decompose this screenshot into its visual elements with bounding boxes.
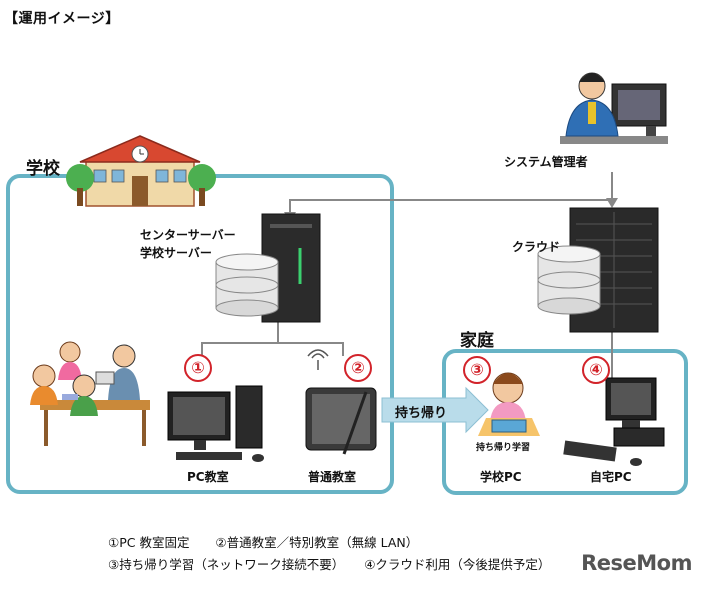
admin-label: システム管理者 [504,155,588,169]
notes-line-1: ①PC 教室固定 ②普通教室／特別教室（無線 LAN） [108,532,550,554]
school-server-label: 学校サーバー [140,246,212,260]
connector-lines [201,172,618,380]
take-home-arrow [381,386,489,434]
pc-room-computer-icon [167,385,264,462]
server-to-classroom-line [278,342,344,356]
tablet-caption: 持ち帰り学習 [476,443,531,453]
marker-3: ③ [463,356,491,384]
school-building-icon [66,135,216,207]
notes-line-2: ③持ち帰り学習（ネットワーク接続不要） ④クラウド利用（今後提供予定） [108,554,550,576]
wireless-signal-icon [307,349,329,370]
classroom-tablet-icon [305,387,377,455]
center-server-label: センターサーバー [140,228,236,242]
admin-to-school-server-line [289,199,612,214]
marker-1: ① [184,354,212,382]
server-to-pc-room-line [201,322,279,356]
classroom-children-illustration [30,341,150,446]
cloud-database-icon [537,245,601,315]
cloud-server-rack-icon [537,207,659,333]
note-4: ④クラウド利用（今後提供予定） [364,557,551,572]
notes-block: ①PC 教室固定 ②普通教室／特別教室（無線 LAN） ③持ち帰り学習（ネットワ… [108,532,550,576]
note-2: ②普通教室／特別教室（無線 LAN） [215,535,419,550]
take-home-label: 持ち帰り [395,406,448,421]
admin-person-icon [560,72,668,144]
student-girl-illustration [478,372,540,436]
marker-4: ④ [582,356,610,384]
home-computer-icon [563,377,665,466]
home-pc-label: 自宅PC [590,470,632,484]
home-title: 家庭 [460,331,494,351]
pc-room-label: PC教室 [187,470,229,484]
note-3: ③持ち帰り学習（ネットワーク接続不要） [108,557,345,572]
marker-2: ② [344,354,372,382]
page-heading: 【運用イメージ】 [4,11,120,27]
resemom-logo: ReseMom [581,551,692,575]
school-title: 学校 [26,159,60,179]
school-server-icon [215,213,321,323]
note-1: ①PC 教室固定 [108,535,190,550]
classroom-label: 普通教室 [308,470,357,484]
cloud-label: クラウド [512,240,561,254]
school-pc-label: 学校PC [480,470,522,484]
school-database-icon [215,253,279,317]
